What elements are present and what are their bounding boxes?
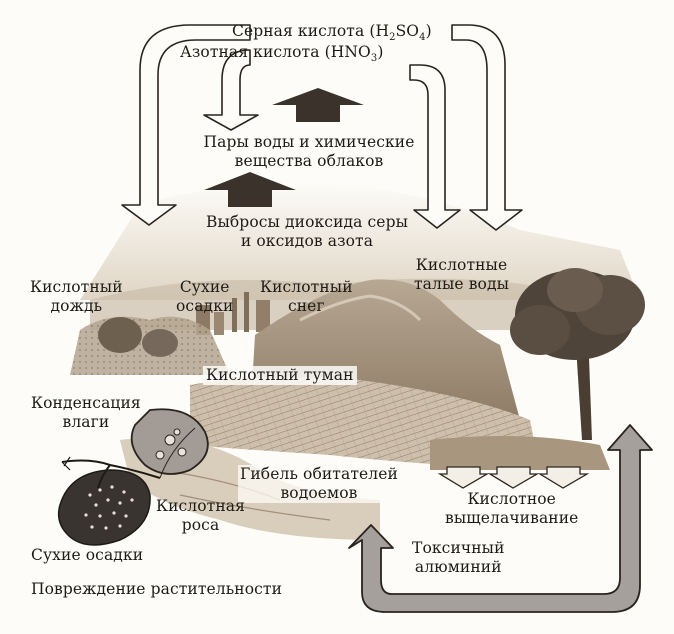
dry-deposition-label: Сухие осадки [176,278,234,315]
condensation-label: Конденсация влаги [31,394,141,431]
emissions-label: Выбросы диоксида серы и оксидов азота [205,213,409,250]
branch [61,456,161,489]
leaf-light [130,408,209,479]
flow-arrow-left [121,24,259,226]
tree-icon [510,268,645,440]
acid-dew-label: Кислотная роса [156,497,246,534]
sulfuric-acid-label: Серная кислота (H2SO4) [232,22,432,44]
acid-leaching-label: Кислотное выщелачивание [445,490,579,527]
acid-fog-label: Кислотный туман [203,366,357,385]
leaf-dark [57,469,151,546]
acid-snow-label: Кислотный снег [260,278,353,315]
toxic-aluminum-label: Токсичный алюминий [412,539,505,576]
nitric-acid-label: Азотная кислота (HNO3) [180,43,384,65]
dry-deposition-bottom-label: Сухие осадки [31,546,144,564]
up-arrow-top [272,88,364,122]
death-of-aquatic-life-label: Гибель обитателей водоемов [238,465,400,503]
up-arrow-bottom [204,172,296,207]
flow-arrow-right [409,24,523,231]
clouds-label: Пары воды и химические вещества облаков [203,133,415,170]
leaching-arrows [437,466,590,489]
vegetation-damage-label: Повреждение растительности [31,580,283,598]
acid-meltwater-label: Кислотные талые воды [414,256,510,293]
return-arrow [348,424,653,613]
acid-rain-label: Кислотный дождь [30,278,123,315]
